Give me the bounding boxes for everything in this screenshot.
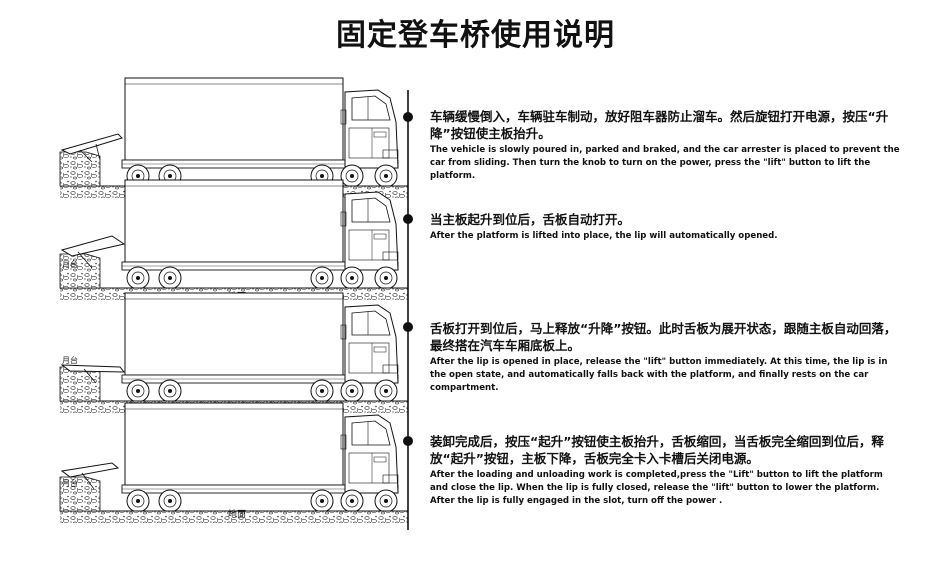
step-2-text: 当主板起升到位后，舌板自动打开。 After the platform is l… bbox=[430, 211, 900, 243]
step-1-zh: 车辆缓慢倒入，车辆驻车制动，放好阻车器防止溜车。然后旋钮打开电源，按压“升降”按… bbox=[430, 109, 889, 141]
step-2-zh: 当主板起升到位后，舌板自动打开。 bbox=[430, 212, 631, 227]
step-2-en: After the platform is lifted into place,… bbox=[430, 231, 778, 241]
ground-label: 地面 bbox=[228, 508, 246, 520]
step-3-en: After the lip is opened in place, releas… bbox=[430, 357, 888, 393]
page-title: 固定登车桥使用说明 bbox=[336, 18, 615, 53]
step-2-bullet bbox=[403, 214, 413, 224]
step-4-zh: 装卸完成后，按压“起升”按钮使主板抬升，舌板缩回，当舌板完全缩回到位后，释放“起… bbox=[430, 434, 884, 466]
step-4-en: After the loading and unloading work is … bbox=[430, 470, 883, 506]
side-label: 月台 bbox=[62, 259, 78, 269]
step-1-text: 车辆缓慢倒入，车辆驻车制动，放好阻车器防止溜车。然后旋钮打开电源，按压“升降”按… bbox=[430, 108, 900, 183]
side-label: 月台 bbox=[62, 478, 78, 488]
step-4-text: 装卸完成后，按压“起升”按钮使主板抬升，舌板缩回，当舌板完全缩回到位后，释放“起… bbox=[430, 433, 900, 508]
side-label: 月台 bbox=[62, 355, 78, 365]
step-1-bullet bbox=[403, 112, 413, 122]
step-4-bullet bbox=[403, 436, 413, 446]
step-2-illustration: 月台 地面 bbox=[59, 179, 409, 302]
step-4-illustration: 月台 地面 bbox=[59, 402, 409, 524]
step-1-en: The vehicle is slowly poured in, parked … bbox=[430, 145, 900, 181]
step-3-illustration: 月台 地面 bbox=[59, 292, 409, 415]
step-3-zh: 舌板打开到位后，马上释放“升降”按钮。此时舌板为展开状态，跟随主板自动回落，最终… bbox=[430, 321, 897, 353]
step-3-bullet bbox=[403, 322, 413, 332]
step-3-text: 舌板打开到位后，马上释放“升降”按钮。此时舌板为展开状态，跟随主板自动回落，最终… bbox=[430, 320, 900, 395]
